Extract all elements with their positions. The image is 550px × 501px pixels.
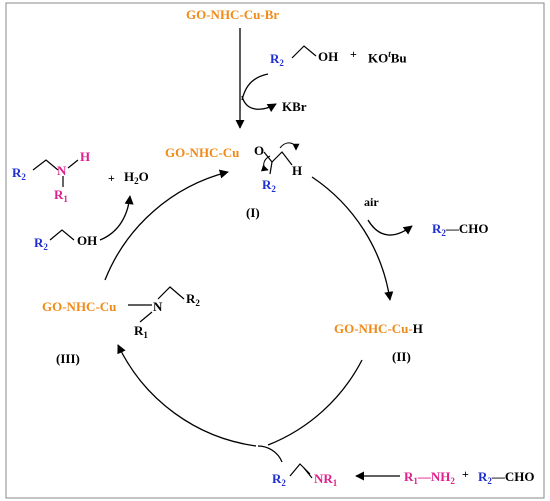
amine-reagent: R1—NH2 [404,469,455,486]
base-kotbu: KOtBu [368,49,407,66]
int2-label: (II) [392,349,411,364]
int2-hydride: GO-NHC-Cu-H [334,321,423,336]
int3-label: (III) [56,351,80,366]
int3-catalyst: GO-NHC-Cu [42,299,117,314]
int1-curved-arrow-a [260,155,271,172]
product-n: N [57,163,67,178]
int1-bonds [263,151,293,166]
water: H2O [124,169,149,186]
catalyst-label: GO-NHC-Cu-Br [186,7,280,22]
reagent-alcohol: R2 [270,51,284,68]
imine-nr1: NR1 [314,471,338,488]
int1-catalyst: GO-NHC-Cu [165,145,240,160]
air-label: air [364,195,379,209]
int3-r1: R1 [134,323,148,340]
alcohol-feed-curve [241,73,269,101]
kbr-release-curve [241,95,277,113]
product-r1: R1 [54,187,68,204]
int1-curved-arrow-b [279,142,300,151]
int1-r2: R2 [262,177,276,194]
cycle-arc-top-right [311,176,394,301]
int1-hydrogen: H [292,163,303,178]
reagent-plus: + [350,47,357,61]
aldehyde-release-curve [367,219,413,236]
int1-label: (I) [246,205,260,220]
product-r2: R2 [12,165,26,182]
imine-r2: R2 [272,471,286,488]
int3-nitrogen: N [153,299,163,314]
product-plus: + [108,171,115,185]
imine-entry-curve [257,445,283,463]
product-h: H [80,149,91,164]
byproduct-kbr: KBr [282,99,307,114]
alcohol-in-r2: R2 [34,235,48,252]
cycle-arc-bottom-left [117,344,257,447]
cycle-arc-left-top [104,169,229,281]
int3-r2: R2 [186,291,200,308]
alcohol-entry-curve [99,195,134,241]
condensation-plus: + [462,467,469,481]
cycle-arc-bottom-right [267,359,363,446]
alcohol-in-oh: OH [77,233,98,248]
aldehyde-out: R2—CHO [432,221,489,238]
aldehyde-reagent: R2—CHO [478,469,535,486]
reagent-alcohol-oh: OH [318,49,339,64]
figure-border [5,2,545,499]
int1-oxygen: O [254,143,265,158]
